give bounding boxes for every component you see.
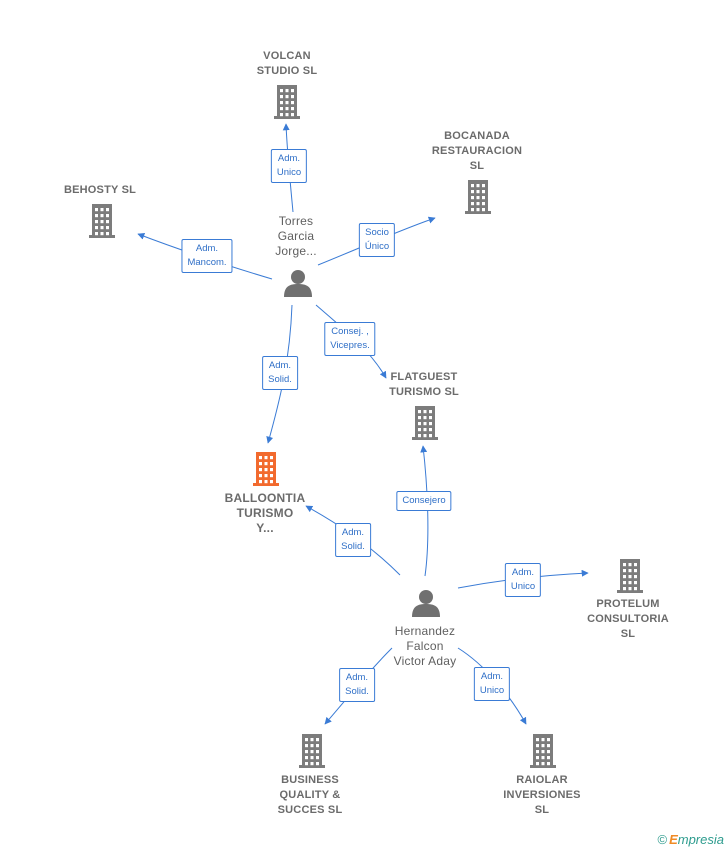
node-label-volcan[interactable]: VOLCAN STUDIO SL bbox=[256, 50, 318, 77]
building-icon-bocanada[interactable] bbox=[465, 180, 491, 214]
edge-label-hernandez-to-flatguest[interactable]: Consejero bbox=[396, 491, 452, 511]
edge-label-torres-to-flatguest[interactable]: Consej. , Vicepres. bbox=[324, 322, 376, 356]
edge-label-torres-to-volcan[interactable]: Adm. Unico bbox=[270, 149, 308, 183]
building-icon-behosty[interactable] bbox=[89, 204, 115, 238]
building-icon-business[interactable] bbox=[299, 734, 325, 768]
edge-label-torres-to-bocanada[interactable]: Socio Único bbox=[358, 223, 396, 257]
building-icon-volcan[interactable] bbox=[274, 85, 300, 119]
edge-label-hernandez-to-protelum[interactable]: Adm. Unico bbox=[504, 563, 542, 597]
edge-label-torres-to-behosty[interactable]: Adm. Mancom. bbox=[181, 239, 233, 273]
copyright-icon: © bbox=[657, 832, 668, 847]
node-label-raiolar[interactable]: RAIOLAR INVERSIONES SL bbox=[503, 774, 581, 816]
person-icon-torres[interactable] bbox=[284, 270, 312, 297]
node-label-behosty[interactable]: BEHOSTY SL bbox=[63, 184, 137, 196]
building-icon-protelum[interactable] bbox=[617, 559, 643, 593]
brand-name: mpresia bbox=[677, 832, 724, 847]
node-label-hernandez[interactable]: Hernandez Falcon Victor Aday bbox=[393, 624, 457, 668]
person-icon-hernandez[interactable] bbox=[412, 590, 440, 617]
building-icon-flatguest[interactable] bbox=[412, 406, 438, 440]
node-label-torres[interactable]: Torres Garcia Jorge... bbox=[275, 214, 317, 258]
node-label-business[interactable]: BUSINESS QUALITY & SUCCES SL bbox=[277, 774, 343, 816]
building-icon-balloontia[interactable] bbox=[253, 452, 279, 486]
edge-label-hernandez-to-balloontia[interactable]: Adm. Solid. bbox=[335, 523, 371, 557]
node-label-protelum[interactable]: PROTELUM CONSULTORIA SL bbox=[587, 598, 669, 640]
edge-label-hernandez-to-raiolar[interactable]: Adm. Unico bbox=[473, 667, 511, 701]
building-icon-raiolar[interactable] bbox=[530, 734, 556, 768]
node-label-bocanada[interactable]: BOCANADA RESTAURACION SL bbox=[431, 130, 523, 172]
node-label-flatguest[interactable]: FLATGUEST TURISMO SL bbox=[389, 371, 459, 398]
edge-hernandez-to-flatguest bbox=[420, 445, 429, 577]
edge-label-torres-to-balloontia[interactable]: Adm. Solid. bbox=[262, 356, 298, 390]
edge-label-hernandez-to-business[interactable]: Adm. Solid. bbox=[339, 668, 375, 702]
brand-initial: E bbox=[669, 832, 678, 847]
empresia-brand[interactable]: ©Empresia bbox=[657, 832, 724, 847]
node-label-balloontia[interactable]: BALLOONTIA TURISMO Y... bbox=[224, 491, 306, 535]
